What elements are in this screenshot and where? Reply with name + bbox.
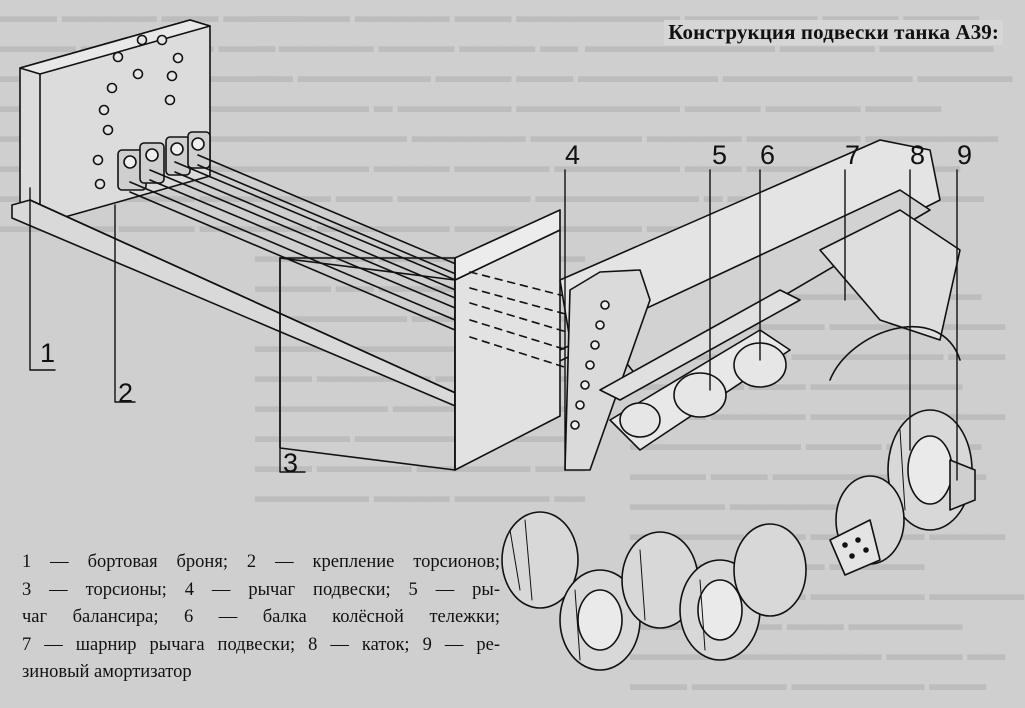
bogie-assembly bbox=[501, 139, 976, 671]
callout-2: 2 bbox=[118, 378, 133, 408]
callout-7: 7 bbox=[845, 140, 860, 170]
callout-4: 4 bbox=[565, 140, 580, 170]
torsion-housing bbox=[279, 209, 561, 471]
caption-line: 3 — торсионы; 4 — рычаг подвески; 5 — ры… bbox=[22, 579, 500, 600]
callout-9: 9 bbox=[957, 140, 972, 170]
caption-line: 7 — шарнир рычага подвески; 8 — каток; 9… bbox=[22, 634, 500, 655]
torsion-mounts bbox=[117, 131, 211, 191]
caption-line: зиновый амортизатор bbox=[22, 662, 192, 682]
caption-line: 1 — бортовая броня; 2 — крепление торсио… bbox=[22, 552, 500, 572]
callout-5: 5 bbox=[712, 140, 727, 170]
callout-3: 3 bbox=[283, 448, 298, 478]
callout-8: 8 bbox=[910, 140, 925, 170]
background-text-mid: ▬▬▬▬▬ ▬▬▬▬▬▬▬ ▬▬▬▬ ▬▬▬▬▬▬▬▬▬▬▬▬▬▬ ▬▬▬▬▬ … bbox=[585, 6, 1013, 237]
torsion-bars bbox=[129, 154, 471, 331]
hidden-lines bbox=[469, 271, 581, 373]
caption-line: чаг балансира; 6 — балка колёсной тележк… bbox=[22, 607, 500, 627]
figure-caption: 1 — бортовая броня; 2 — крепление торсио… bbox=[22, 549, 500, 687]
callout-6: 6 bbox=[760, 140, 775, 170]
callout-1: 1 bbox=[40, 338, 55, 368]
callout-leaders bbox=[29, 169, 958, 481]
figure-title: Конструкция подвески танка А39: bbox=[664, 20, 1003, 45]
